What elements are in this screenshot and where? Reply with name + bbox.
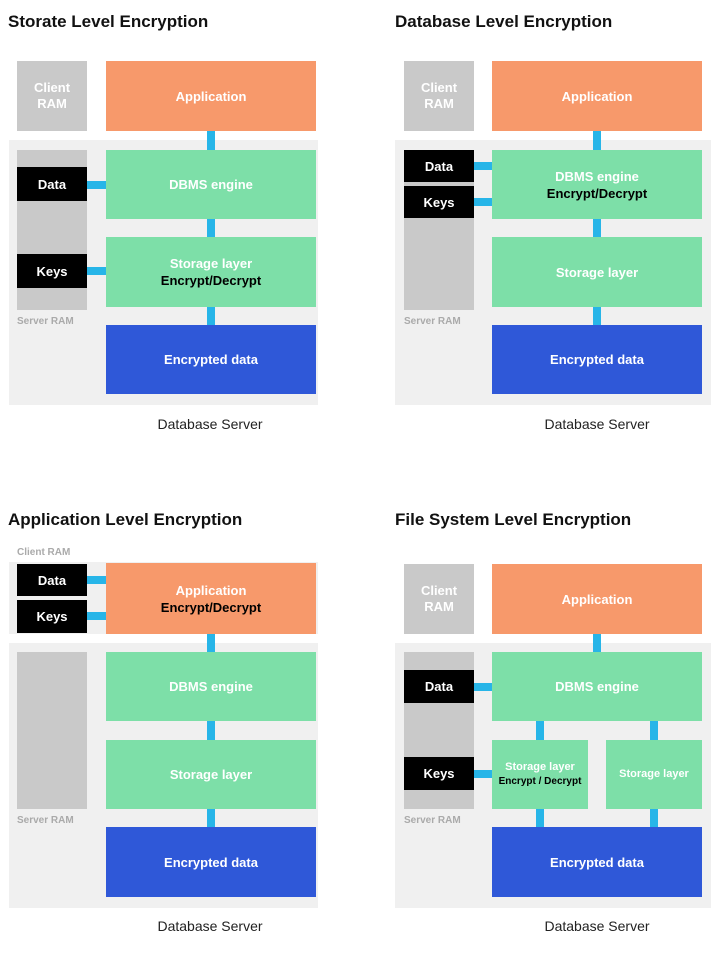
connector bbox=[650, 721, 658, 740]
storage-layer-label: Storage layer bbox=[555, 264, 639, 280]
client-ram-label: Client RAM bbox=[33, 80, 71, 111]
client-ram-box: Client RAM bbox=[17, 61, 87, 131]
dbms-engine-label: DBMS engine bbox=[555, 679, 639, 694]
application-box: Application bbox=[106, 61, 316, 131]
filesystem-diagram-title: File System Level Encryption bbox=[395, 510, 632, 529]
storage-layer-box: Storage layer bbox=[606, 740, 702, 809]
connector bbox=[87, 576, 106, 584]
server-ram-column bbox=[17, 652, 87, 809]
data-box: Data bbox=[17, 564, 87, 596]
storage-layer-encrypted-box: Storage layer Encrypt / Decrypt bbox=[492, 740, 588, 809]
data-box: Data bbox=[404, 150, 474, 182]
connector bbox=[536, 809, 544, 827]
encrypt-decrypt-label: Encrypt/Decrypt bbox=[546, 185, 648, 201]
encrypted-data-label: Encrypted data bbox=[164, 352, 258, 367]
connector bbox=[474, 162, 493, 170]
encrypted-data-box: Encrypted data bbox=[492, 325, 702, 394]
keys-box: Keys bbox=[17, 600, 87, 633]
application-label: Application bbox=[175, 88, 247, 104]
database-server-caption: Database Server bbox=[544, 416, 650, 432]
server-ram-label: Server RAM bbox=[404, 815, 461, 826]
application-label: Application bbox=[175, 582, 247, 598]
dbms-engine-box: DBMS engine bbox=[106, 150, 316, 219]
connector bbox=[207, 634, 215, 652]
keys-box: Keys bbox=[17, 254, 87, 288]
connector bbox=[536, 721, 544, 740]
dbms-engine-label: DBMS engine bbox=[169, 679, 253, 694]
connector bbox=[207, 809, 215, 827]
dbms-engine-box: DBMS engine bbox=[492, 652, 702, 721]
connector bbox=[593, 307, 601, 325]
client-ram-label: Client RAM bbox=[420, 80, 458, 111]
encrypt-decrypt-label: Encrypt/Decrypt bbox=[160, 599, 262, 615]
server-ram-label: Server RAM bbox=[17, 815, 74, 826]
encrypted-data-box: Encrypted data bbox=[106, 325, 316, 394]
database-diagram-title: Database Level Encryption bbox=[395, 12, 613, 31]
dbms-engine-box: DBMS engine bbox=[106, 652, 316, 721]
connector bbox=[207, 131, 215, 150]
dbms-engine-box: DBMS engine Encrypt/Decrypt bbox=[492, 150, 702, 219]
connector bbox=[87, 612, 106, 620]
connector bbox=[474, 198, 493, 206]
connector bbox=[593, 634, 601, 652]
storage-layer-label: Storage layer bbox=[169, 767, 253, 782]
client-ram-box: Client RAM bbox=[404, 61, 474, 131]
application-label: Application bbox=[561, 88, 633, 104]
dbms-engine-label: DBMS engine bbox=[169, 177, 253, 192]
application-label: Application bbox=[561, 591, 633, 607]
application-box: Application bbox=[492, 61, 702, 131]
application-box: Application bbox=[492, 564, 702, 634]
connector bbox=[474, 683, 493, 691]
storage-layer-box: Storage layer Encrypt/Decrypt bbox=[106, 237, 316, 307]
connector bbox=[650, 809, 658, 827]
storage-layer-label: Storage layer bbox=[169, 256, 253, 271]
connector bbox=[593, 219, 601, 237]
connector bbox=[87, 181, 106, 189]
encrypt-decrypt-label: Encrypt / Decrypt bbox=[498, 776, 582, 787]
database-server-caption: Database Server bbox=[544, 918, 650, 934]
database-server-caption: Database Server bbox=[157, 918, 263, 934]
storage-layer-label: Storage layer bbox=[505, 761, 575, 773]
server-ram-label: Server RAM bbox=[404, 316, 461, 327]
encrypted-data-box: Encrypted data bbox=[106, 827, 316, 897]
storage-layer-label: Storage layer bbox=[619, 768, 689, 780]
storage-layer-box: Storage layer bbox=[106, 740, 316, 809]
data-box: Data bbox=[17, 167, 87, 201]
encrypted-data-box: Encrypted data bbox=[492, 827, 702, 897]
connector bbox=[207, 307, 215, 325]
client-ram-label: Client RAM bbox=[420, 583, 458, 614]
keys-box: Keys bbox=[404, 186, 474, 218]
connector bbox=[207, 219, 215, 237]
connector bbox=[207, 721, 215, 740]
encrypted-data-label: Encrypted data bbox=[164, 854, 258, 870]
data-box: Data bbox=[404, 670, 474, 703]
client-ram-label: Client RAM bbox=[17, 547, 71, 558]
encrypt-decrypt-label: Encrypt/Decrypt bbox=[160, 273, 262, 288]
server-ram-label: Server RAM bbox=[17, 316, 74, 327]
connector bbox=[593, 131, 601, 150]
storage-layer-box: Storage layer bbox=[492, 237, 702, 307]
application-box: Application Encrypt/Decrypt bbox=[106, 563, 316, 634]
connector bbox=[87, 267, 106, 275]
connector bbox=[474, 770, 493, 778]
database-server-caption: Database Server bbox=[157, 416, 263, 432]
keys-box: Keys bbox=[404, 757, 474, 790]
application-diagram-title: Application Level Encryption bbox=[8, 510, 243, 529]
encrypted-data-label: Encrypted data bbox=[550, 352, 644, 367]
encrypted-data-label: Encrypted data bbox=[550, 854, 644, 870]
dbms-engine-label: DBMS engine bbox=[555, 168, 639, 184]
storage-diagram-title: Storate Level Encryption bbox=[8, 12, 209, 31]
client-ram-box: Client RAM bbox=[404, 564, 474, 634]
